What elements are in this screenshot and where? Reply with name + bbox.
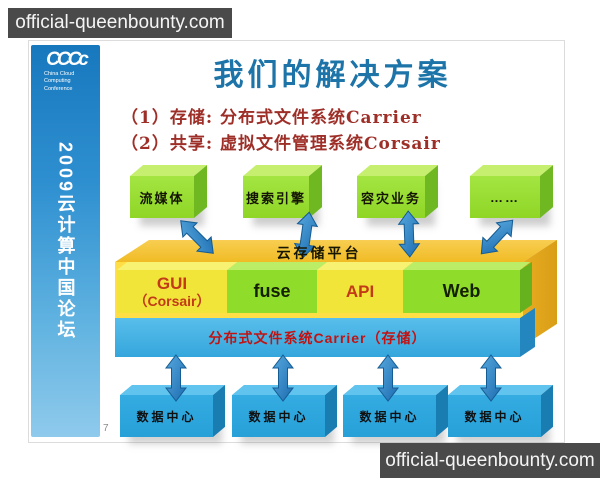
app-box-more: ……: [470, 176, 540, 218]
storage-bar: [115, 318, 520, 357]
logo-subtext: China Cloud Computing Conference: [44, 71, 75, 92]
app-box-search: 搜索引擎: [243, 176, 309, 218]
storage-bar-label: 分布式文件系统Carrier（存储）: [208, 329, 427, 346]
sidebar: [31, 45, 100, 437]
solution-point-2: （2）共享: 虚拟文件管理系统Corsair: [121, 134, 441, 154]
datacenter-box-4: 数据中心: [448, 395, 541, 437]
app-box-more-label: ……: [490, 189, 520, 205]
page-number: 7: [103, 423, 109, 434]
datacenter-box-2-label: 数据中心: [248, 409, 309, 424]
layer-box-web: Web: [403, 270, 520, 313]
layer-box-gui: GUI （Corsair）: [117, 270, 227, 313]
cloud-platform-label: 云存储平台: [276, 245, 362, 261]
layer-box-api-label: API: [345, 281, 375, 301]
datacenter-box-1-label: 数据中心: [136, 409, 197, 424]
app-box-disaster-recovery: 容灾业务: [357, 176, 425, 218]
datacenter-box-2: 数据中心: [232, 395, 325, 437]
datacenter-box-3: 数据中心: [343, 395, 436, 437]
layer-box-fuse-label: fuse: [253, 281, 291, 302]
datacenter-box-3-label: 数据中心: [359, 409, 420, 424]
layer-box-api: API: [317, 270, 403, 313]
layer-box-gui-label: GUI （Corsair）: [133, 273, 211, 310]
app-box-streaming-label: 流媒体: [139, 190, 185, 206]
sidebar-vertical-title-wrap: 2009云计算中国论坛: [31, 142, 100, 402]
solution-point-1: （1）存储: 分布式文件系统Carrier: [121, 108, 422, 128]
slide-title: 我们的解决方案: [213, 58, 452, 93]
conference-logo: CCCc China Cloud Computing Conference: [36, 50, 96, 93]
layer-box-web-label: Web: [442, 281, 481, 302]
datacenter-box-1: 数据中心: [120, 395, 213, 437]
logo-letters: CCCc: [46, 49, 89, 70]
layer-box-fuse: fuse: [227, 270, 317, 313]
watermark-bottom: official-queenbounty.com: [380, 443, 600, 478]
datacenter-box-4-label: 数据中心: [464, 409, 525, 424]
app-box-search-label: 搜索引擎: [245, 190, 306, 206]
app-box-streaming: 流媒体: [130, 176, 194, 218]
sidebar-vertical-title: 2009云计算中国论坛: [55, 142, 76, 342]
watermark-top: official-queenbounty.com: [8, 8, 232, 38]
app-box-disaster-recovery-label: 容灾业务: [360, 190, 421, 206]
